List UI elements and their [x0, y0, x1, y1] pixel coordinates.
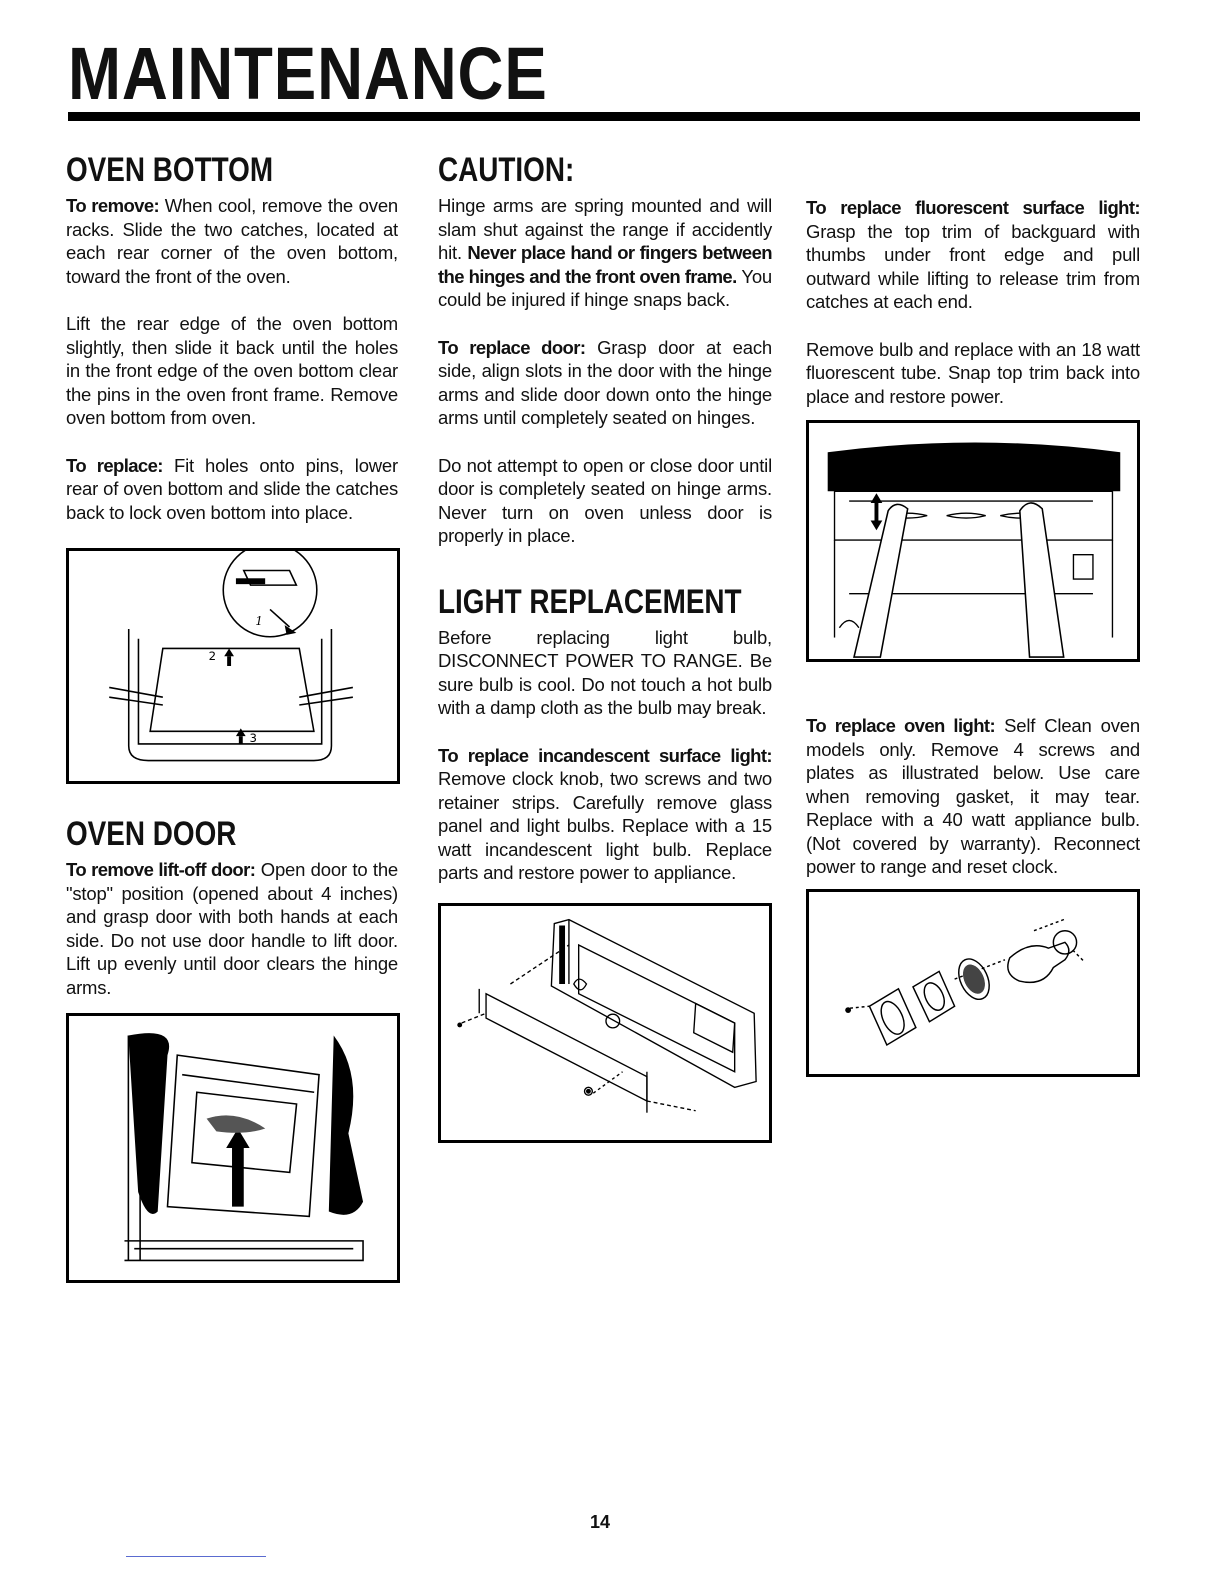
figure-label-1: 1 [255, 614, 262, 628]
oven-bottom-replace-lead: To replace: [66, 454, 163, 476]
replace-door-paragraph: To replace door: Grasp door at each side… [438, 336, 772, 430]
figure-label-3: 3 [250, 731, 257, 745]
footer-rule [126, 1556, 266, 1557]
oven-bottom-figure: 1 2 3 [66, 548, 400, 784]
light-replacement-heading: LIGHT REPLACEMENT [438, 582, 742, 621]
fluorescent-illustration [827, 442, 1121, 658]
oven-door-remove-lead: To remove lift-off door: [66, 859, 256, 880]
fluorescent-paragraph: To replace fluorescent surface light: Gr… [806, 196, 1141, 314]
oven-bottom-remove-text: When cool, remove the oven racks. Slide … [66, 195, 398, 287]
oven-bottom-illustration: 1 2 3 [109, 551, 354, 762]
incandescent-text: Remove clock knob, two screws and two re… [438, 768, 772, 883]
oven-bottom-replace-text: Fit holes onto pins, lower rear of oven … [66, 454, 398, 523]
oven-door-figure [66, 1013, 400, 1283]
oven-bottom-replace-paragraph: To replace: Fit holes onto pins, lower r… [66, 454, 398, 525]
oven-door-heading: OVEN DOOR [66, 815, 237, 853]
column-left: OVEN BOTTOM To remove: When cool, remove… [66, 150, 400, 1283]
incandescent-illustration [457, 918, 757, 1113]
oven-light-illustration [845, 917, 1085, 1046]
fluorescent-figure [806, 420, 1140, 662]
replace-door-lead: To replace door: [438, 336, 586, 358]
figure-label-2: 2 [209, 649, 216, 663]
light-intro-paragraph: Before replacing light bulb, DISCONNECT … [438, 626, 772, 719]
oven-door-remove-paragraph: To remove lift-off door: Open door to th… [66, 858, 398, 999]
oven-light-figure [806, 888, 1140, 1077]
caution-text-1: Hinge arms are spring mounted and will s… [438, 195, 772, 263]
fluorescent-text: Grasp the top trim of backguard with thu… [806, 220, 1140, 313]
oven-bottom-heading: OVEN BOTTOM [66, 151, 274, 189]
oven-light-text: Self Clean oven models only. Remove 4 sc… [806, 715, 1140, 877]
fluorescent-bulb-paragraph: Remove bulb and replace with an 18 watt … [806, 338, 1140, 407]
door-notice-paragraph: Do not attempt to open or close door unt… [438, 454, 772, 547]
replace-door-text: Grasp door at each side, align slots in … [438, 336, 772, 429]
oven-light-lead: To replace oven light: [806, 715, 996, 736]
oven-bottom-lift-paragraph: Lift the rear edge of the oven bottom sl… [66, 313, 398, 428]
column-middle: CAUTION: Hinge arms are spring mounted a… [438, 150, 773, 1143]
caution-warning: Never place hand or fingers between the … [438, 242, 773, 287]
incandescent-figure [438, 902, 772, 1143]
page-title: MAINTENANCE [68, 32, 548, 115]
page-number: 14 [590, 1512, 611, 1532]
caution-text-2: You could be injured if hinge snaps back… [438, 265, 772, 311]
incandescent-paragraph: To replace incandescent surface light: R… [438, 744, 773, 885]
incandescent-lead: To replace incandescent surface light: [438, 744, 773, 766]
oven-bottom-remove-lead: To remove: [66, 195, 160, 216]
caution-heading: CAUTION: [438, 151, 575, 189]
oven-door-remove-text: Open door to the "stop" position (opened… [66, 859, 398, 998]
title-rule [68, 112, 1140, 121]
column-right: To replace fluorescent surface light: Gr… [806, 150, 1141, 1077]
oven-light-paragraph: To replace oven light: Self Clean oven m… [806, 714, 1140, 879]
oven-door-illustration [124, 1033, 364, 1262]
fluorescent-lead: To replace fluorescent surface light: [806, 197, 1141, 218]
caution-paragraph: Hinge arms are spring mounted and will s… [438, 194, 773, 312]
oven-bottom-remove-paragraph: To remove: When cool, remove the oven ra… [66, 194, 398, 288]
